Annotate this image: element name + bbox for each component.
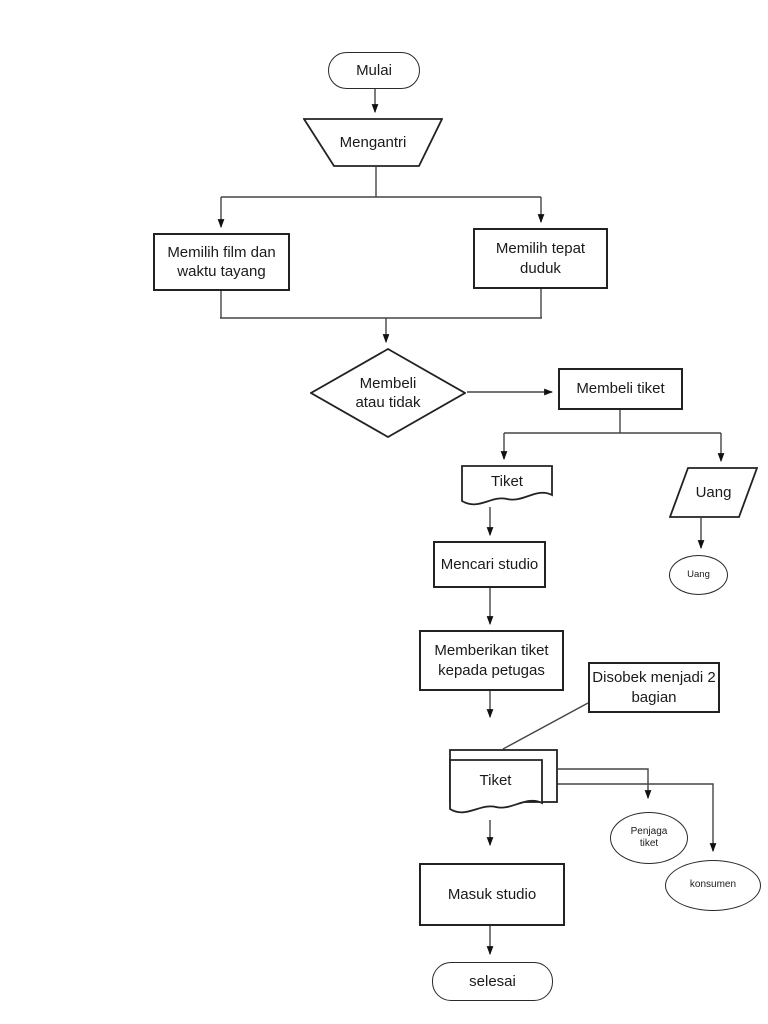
- node-membeli-tiket-process: Membeli tiket: [558, 368, 683, 410]
- node-memilih-duduk-process: Memilih tepat duduk: [473, 228, 608, 289]
- node-uang-ellipse: Uang: [669, 555, 728, 595]
- node-tiket-stacked-document: Tiket: [449, 748, 559, 822]
- trapezoid-shape: [303, 118, 443, 167]
- node-mulai-label: Mulai: [356, 61, 392, 79]
- node-penjaga-tiket-label: Penjaga tiket: [630, 825, 668, 850]
- node-mengantri-trapezoid: Mengantri: [303, 118, 443, 167]
- node-memilih-duduk-label: Memilih tepat duduk: [495, 240, 586, 277]
- node-membeli-atau-tidak-decision: Membeli atau tidak: [310, 348, 466, 438]
- document-shape: [461, 465, 553, 506]
- node-mulai-terminator: Mulai: [328, 52, 420, 89]
- node-memilih-film-process: Memilih film dan waktu tayang: [153, 233, 290, 291]
- node-masuk-studio-process: Masuk studio: [419, 863, 565, 926]
- parallelogram-shape: [669, 467, 758, 518]
- node-memilih-film-label: Memilih film dan waktu tayang: [167, 243, 276, 281]
- node-penjaga-tiket-ellipse: Penjaga tiket: [610, 812, 688, 864]
- node-mencari-studio-process: Mencari studio: [433, 541, 546, 588]
- node-uang-parallelogram: Uang: [669, 467, 758, 518]
- node-mengantri-label: Mengantri: [339, 133, 407, 151]
- node-masuk-studio-label: Masuk studio: [447, 885, 537, 903]
- node-memberikan-tiket-label: Memberikan tiket kepada petugas: [434, 642, 549, 679]
- node-selesai-label: selesai: [469, 972, 516, 990]
- node-mencari-studio-label: Mencari studio: [440, 555, 539, 573]
- node-membeli-atau-tidak-label: Membeli atau tidak: [355, 374, 421, 412]
- node-konsumen-label: konsumen: [689, 879, 737, 891]
- node-memberikan-tiket-process: Memberikan tiket kepada petugas: [419, 630, 564, 691]
- node-uang-data-label: Uang: [695, 483, 732, 501]
- node-disobek-label: Disobek menjadi 2 bagian: [592, 669, 716, 706]
- node-uang-terminal-label: Uang: [687, 568, 710, 580]
- node-tiket-2-label: Tiket: [479, 772, 512, 790]
- node-selesai-terminator: selesai: [432, 962, 553, 1001]
- node-tiket-label: Tiket: [491, 473, 523, 491]
- node-membeli-tiket-label: Membeli tiket: [576, 380, 665, 398]
- node-konsumen-ellipse: konsumen: [665, 860, 761, 911]
- node-disobek-annotation: Disobek menjadi 2 bagian: [588, 662, 720, 713]
- node-tiket-document: Tiket: [461, 465, 553, 509]
- decision-diamond-shape: [310, 348, 466, 438]
- stacked-document-shape: [449, 749, 558, 814]
